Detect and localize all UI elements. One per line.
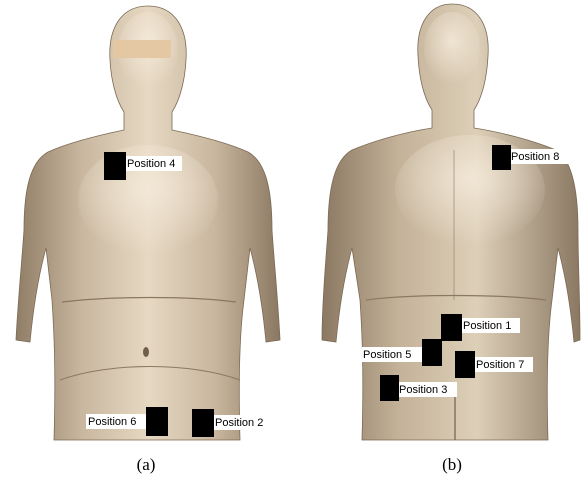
marker-square — [441, 314, 462, 341]
marker-square — [492, 145, 511, 170]
marker-square — [422, 339, 442, 366]
marker-square — [104, 152, 126, 180]
marker-label: Position 4 — [127, 158, 175, 170]
marker-label: Position 8 — [511, 151, 559, 163]
face-redaction-bar — [113, 40, 171, 58]
panel-b-back-figure — [322, 4, 580, 440]
marker-square — [380, 375, 399, 401]
marker-square — [455, 351, 475, 378]
marker-label: Position 1 — [463, 320, 511, 332]
panel-a-caption: (a) — [137, 455, 156, 474]
back-head-highlight — [424, 12, 480, 84]
marker-square — [146, 407, 168, 436]
marker-label: Position 7 — [476, 359, 524, 371]
marker-square — [192, 409, 214, 437]
panel-a-front-figure — [16, 6, 280, 440]
marker-label: Position 3 — [399, 384, 447, 396]
marker-label: Position 5 — [363, 349, 411, 361]
panel-b-caption: (b) — [442, 455, 462, 474]
front-navel — [143, 347, 149, 357]
marker-label: Position 2 — [215, 417, 263, 429]
marker-label: Position 6 — [88, 416, 136, 428]
